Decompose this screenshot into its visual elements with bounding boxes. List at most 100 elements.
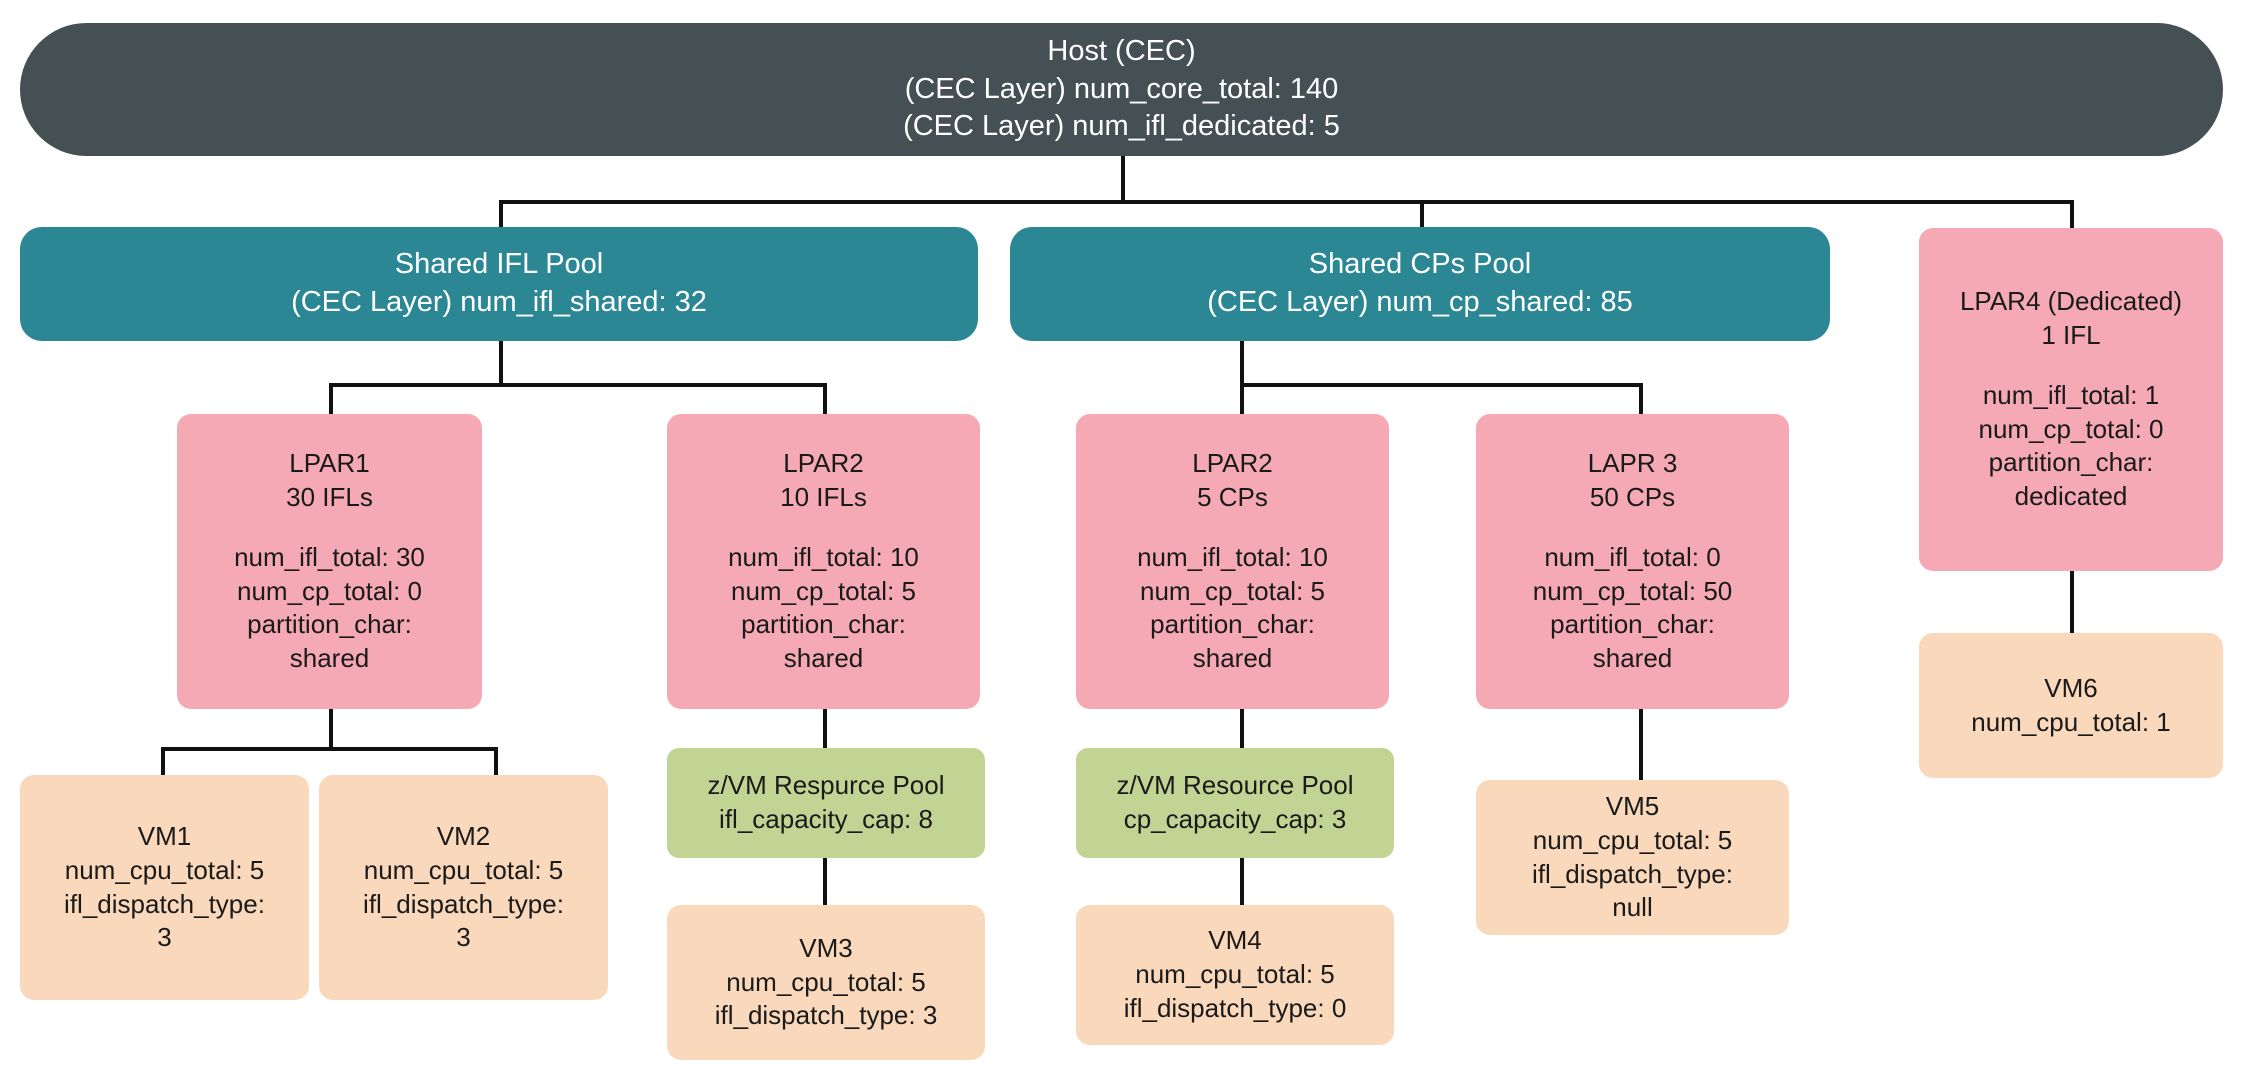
edge-bus-to-lpar1 [329, 383, 333, 416]
lpar2-cp-title: LPAR2 [1192, 448, 1273, 479]
lpar4-partition-char-label: partition_char: [1988, 447, 2154, 478]
node-zvm-pool-ifl[interactable]: z/VM Respurce Pool ifl_capacity_cap: 8 [667, 748, 985, 858]
vm5-ifl-dispatch-label: ifl_dispatch_type: [1532, 858, 1733, 889]
vm3-num-cpu-total: num_cpu_total: 5 [726, 966, 926, 997]
lpar1-num-ifl-total: num_ifl_total: 30 [234, 541, 425, 572]
vm4-num-cpu-total: num_cpu_total: 5 [1135, 959, 1335, 990]
lpar4-num-cp-total: num_cp_total: 0 [1978, 413, 2164, 444]
edge-lapr3-to-vm5 [1639, 708, 1643, 781]
vm4-ifl-dispatch-label: ifl_dispatch_type: 0 [1123, 992, 1347, 1023]
vm5-num-cpu-total: num_cpu_total: 5 [1532, 824, 1733, 855]
vm2-ifl-dispatch-value: 3 [456, 922, 471, 953]
edge-lpar2ifl-to-zvm1 [823, 708, 827, 748]
lpar2-ifl-num-ifl-total: num_ifl_total: 10 [728, 541, 919, 572]
vm2-ifl-dispatch-label: ifl_dispatch_type: [363, 888, 564, 919]
edge-bus-to-ifl-pool [499, 200, 503, 228]
lpar4-subtitle: 1 IFL [2041, 319, 2101, 350]
lpar1-subtitle: 30 IFLs [286, 481, 373, 512]
lpar1-partition-char-value: shared [289, 643, 370, 674]
lapr3-partition-char-label: partition_char: [1550, 609, 1715, 640]
node-vm1[interactable]: VM1 num_cpu_total: 5 ifl_dispatch_type: … [20, 775, 309, 1000]
lapr3-num-cp-total: num_cp_total: 50 [1532, 575, 1733, 606]
node-lpar4-dedicated[interactable]: LPAR4 (Dedicated) 1 IFL num_ifl_total: 1… [1919, 228, 2223, 571]
edge-bus-to-lpar4 [2070, 200, 2074, 228]
vm2-title: VM2 [436, 820, 491, 851]
lpar2-ifl-partition-char-value: shared [783, 643, 864, 674]
node-host-cec[interactable]: Host (CEC) (CEC Layer) num_core_total: 1… [20, 23, 2223, 156]
vm6-num-cpu-total: num_cpu_total: 1 [1971, 706, 2171, 737]
node-shared-cps-pool[interactable]: Shared CPs Pool (CEC Layer) num_cp_share… [1010, 227, 1830, 341]
lpar2-cp-num-ifl-total: num_ifl_total: 10 [1137, 541, 1328, 572]
edge-cps-pool-down [1240, 340, 1244, 385]
edge-lpar1-down [329, 708, 333, 750]
node-vm5[interactable]: VM5 num_cpu_total: 5 ifl_dispatch_type: … [1476, 780, 1789, 935]
lpar4-partition-char-value: dedicated [2014, 481, 2128, 512]
node-lpar1[interactable]: LPAR1 30 IFLs num_ifl_total: 30 num_cp_t… [177, 414, 482, 709]
lapr3-num-ifl-total: num_ifl_total: 0 [1544, 541, 1721, 572]
zvm-pool-ifl-metric: ifl_capacity_cap: 8 [719, 804, 933, 834]
edge-bus-to-cps-pool [1420, 200, 1424, 228]
shared-cps-pool-metric: (CEC Layer) num_cp_shared: 85 [1207, 286, 1633, 318]
edge-lpar1-bus [161, 747, 498, 751]
vm2-num-cpu-total: num_cpu_total: 5 [363, 854, 564, 885]
node-vm4[interactable]: VM4 num_cpu_total: 5 ifl_dispatch_type: … [1076, 905, 1394, 1045]
zvm-pool-ifl-title: z/VM Respurce Pool [707, 770, 945, 801]
vm1-ifl-dispatch-label: ifl_dispatch_type: [64, 888, 265, 919]
edge-zvm2-to-vm4 [1240, 858, 1244, 906]
lpar2-cp-partition-char-value: shared [1192, 643, 1273, 674]
node-lpar2-ifl[interactable]: LPAR2 10 IFLs num_ifl_total: 10 num_cp_t… [667, 414, 980, 709]
lpar2-cp-partition-char-label: partition_char: [1150, 609, 1315, 640]
host-num-core-total: (CEC Layer) num_core_total: 140 [904, 72, 1339, 105]
lpar1-title: LPAR1 [289, 448, 370, 479]
host-title: Host (CEC) [1047, 34, 1196, 67]
node-shared-ifl-pool[interactable]: Shared IFL Pool (CEC Layer) num_ifl_shar… [20, 227, 978, 341]
host-num-ifl-dedicated: (CEC Layer) num_ifl_dedicated: 5 [903, 110, 1340, 143]
lpar1-partition-char-label: partition_char: [247, 609, 412, 640]
lpar2-ifl-partition-char-label: partition_char: [741, 609, 906, 640]
vm1-title: VM1 [137, 820, 192, 851]
lpar4-num-ifl-total: num_ifl_total: 1 [1982, 379, 2160, 410]
node-zvm-pool-cp[interactable]: z/VM Resource Pool cp_capacity_cap: 3 [1076, 748, 1394, 858]
node-vm2[interactable]: VM2 num_cpu_total: 5 ifl_dispatch_type: … [319, 775, 608, 1000]
node-lapr3[interactable]: LAPR 3 50 CPs num_ifl_total: 0 num_cp_to… [1476, 414, 1789, 709]
lpar2-cp-subtitle: 5 CPs [1197, 481, 1268, 512]
vm3-ifl-dispatch-label: ifl_dispatch_type: 3 [714, 1000, 938, 1031]
edge-bus-to-lapr3 [1639, 383, 1643, 416]
lpar2-ifl-title: LPAR2 [783, 448, 864, 479]
lpar1-num-cp-total: num_cp_total: 0 [236, 575, 422, 606]
lapr3-title: LAPR 3 [1587, 448, 1678, 479]
edge-bus-to-vm2 [494, 747, 498, 777]
vm3-title: VM3 [799, 932, 853, 963]
shared-ifl-pool-title: Shared IFL Pool [394, 248, 604, 281]
node-vm3[interactable]: VM3 num_cpu_total: 5 ifl_dispatch_type: … [667, 905, 985, 1060]
edge-zvm1-to-vm3 [823, 858, 827, 906]
edge-bus-to-lpar2-ifl [823, 383, 827, 416]
shared-ifl-pool-metric: (CEC Layer) num_ifl_shared: 32 [291, 286, 707, 318]
edge-ifl-pool-down [499, 340, 503, 385]
vm6-title: VM6 [2044, 672, 2098, 703]
edge-bus-to-lpar2-cp [1240, 383, 1244, 416]
vm5-ifl-dispatch-value: null [1612, 892, 1653, 923]
shared-cps-pool-title: Shared CPs Pool [1308, 248, 1532, 281]
vm1-num-cpu-total: num_cpu_total: 5 [64, 854, 265, 885]
vm1-ifl-dispatch-value: 3 [157, 922, 172, 953]
vm4-title: VM4 [1208, 925, 1262, 956]
lpar2-ifl-num-cp-total: num_cp_total: 5 [730, 575, 916, 606]
edge-bus-to-vm1 [161, 747, 165, 777]
lpar2-ifl-subtitle: 10 IFLs [780, 481, 867, 512]
edge-main-bus [499, 200, 2074, 204]
lpar4-title: LPAR4 (Dedicated) [1959, 286, 2183, 317]
node-lpar2-cp[interactable]: LPAR2 5 CPs num_ifl_total: 10 num_cp_tot… [1076, 414, 1389, 709]
zvm-pool-cp-title: z/VM Resource Pool [1116, 770, 1354, 801]
lapr3-subtitle: 50 CPs [1589, 481, 1676, 512]
lpar2-cp-num-cp-total: num_cp_total: 5 [1139, 575, 1325, 606]
edge-lpar2cp-to-zvm2 [1240, 708, 1244, 748]
node-vm6[interactable]: VM6 num_cpu_total: 1 [1919, 633, 2223, 778]
edge-lpar4-to-vm6 [2070, 570, 2074, 635]
zvm-pool-cp-metric: cp_capacity_cap: 3 [1123, 804, 1347, 834]
lapr3-partition-char-value: shared [1592, 643, 1673, 674]
edge-cps-pool-bus [1240, 383, 1643, 387]
edge-ifl-pool-bus [329, 383, 827, 387]
vm5-title: VM5 [1605, 790, 1660, 821]
